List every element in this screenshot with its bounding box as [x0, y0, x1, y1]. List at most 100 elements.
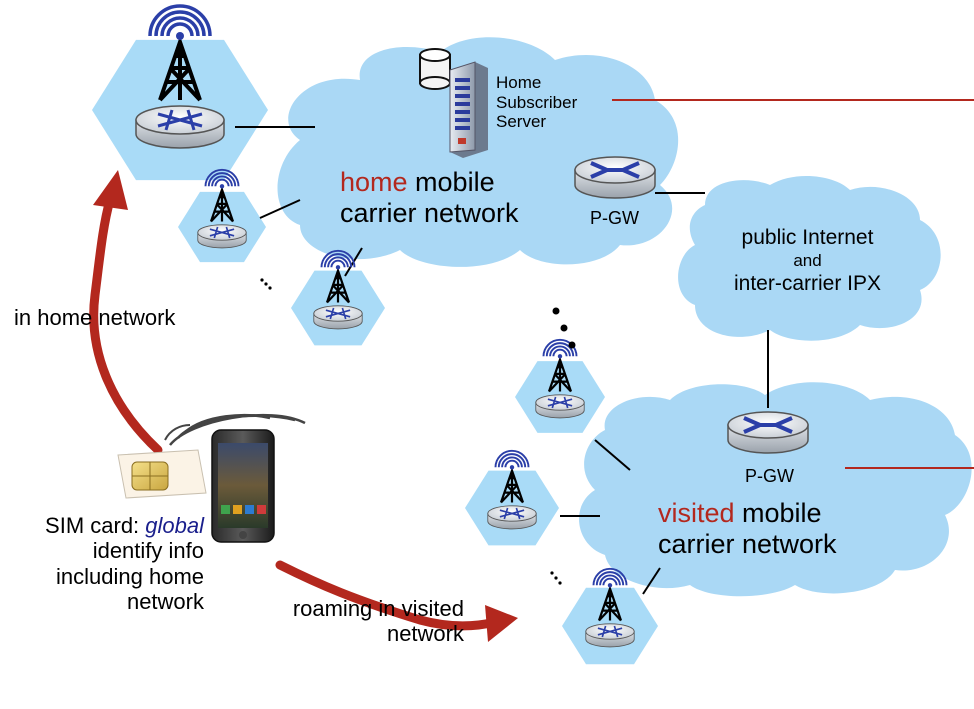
sim-label-line1: SIM card: global	[45, 513, 204, 538]
pgw-router-icon	[727, 411, 809, 454]
signal-source-icon	[335, 265, 341, 270]
internet-line2: and	[793, 251, 822, 271]
signal-wave-icon	[545, 342, 575, 357]
base-station-icon	[197, 168, 247, 249]
home-network-arrow	[89, 195, 163, 455]
signal-wave-icon	[320, 249, 356, 268]
gateway-routers	[574, 156, 809, 454]
antenna-tower-icon	[499, 467, 525, 504]
antenna-tower-icon	[158, 35, 202, 102]
router-arrows-icon	[743, 416, 793, 434]
signal-source-icon	[219, 184, 225, 189]
sim-card-icon	[117, 449, 207, 499]
signal-wave-icon	[599, 574, 621, 586]
router-arrows-icon	[499, 507, 525, 520]
antenna-tower-icon	[597, 585, 623, 622]
signal-wave-icon	[154, 10, 206, 37]
ellipsis-dot	[550, 571, 554, 575]
hss-server-icon	[449, 61, 488, 158]
internet-cloud	[678, 175, 941, 341]
ellipsis-dot	[552, 307, 560, 315]
home-pgw-label: P-GW	[590, 208, 639, 228]
sim-label-line3: including home	[56, 563, 204, 589]
hss-label: Home Subscriber Server	[496, 73, 577, 132]
home-title-line1: home mobile	[340, 167, 519, 198]
base-station-icon	[313, 249, 363, 330]
signal-wave-icon	[494, 449, 530, 468]
home-arrow-head	[93, 170, 128, 210]
router-arrows-icon	[597, 625, 623, 638]
signal-source-icon	[557, 354, 563, 359]
signal-wave-icon	[595, 571, 625, 586]
roaming-label: roaming in visited network	[293, 596, 464, 647]
signal-wave-icon	[552, 348, 568, 357]
internet-line1: public Internet	[741, 226, 874, 249]
internet-label: public Internet and inter-carrier IPX	[700, 226, 915, 296]
ellipsis-dot	[560, 324, 568, 332]
visited-title-line2: carrier network	[658, 529, 837, 560]
base-station-icon	[535, 338, 585, 419]
visited-network-title: visited mobile carrier network	[658, 498, 837, 560]
base-station-icon	[135, 4, 225, 149]
router-arrows-icon	[157, 109, 203, 131]
signal-wave-icon	[549, 345, 571, 357]
router-arrows-icon	[209, 226, 235, 239]
ellipsis-dot	[558, 581, 562, 585]
in-home-network-label: in home network	[14, 305, 176, 330]
home-network-title: home mobile carrier network	[340, 167, 519, 229]
roaming-arrow	[275, 560, 500, 631]
sim-label-line4: network	[126, 588, 204, 614]
ellipsis-dot	[264, 282, 268, 286]
home-title-line2: carrier network	[340, 198, 519, 229]
signal-wave-icon	[497, 453, 527, 468]
roaming-line2: network	[386, 621, 464, 647]
signal-wave-icon	[504, 459, 520, 468]
ellipsis-dot	[260, 278, 264, 282]
pgw-router-icon	[574, 156, 656, 199]
visited-title-line1: visited mobile	[658, 498, 837, 529]
internet-line3: inter-carrier IPX	[733, 272, 882, 296]
router-arrows-icon	[325, 307, 351, 320]
hss-label-line: Server	[496, 112, 547, 132]
link-visited-bs1	[594, 439, 631, 471]
roaming-line1: roaming in visited	[292, 596, 464, 621]
signal-source-icon	[509, 465, 515, 470]
signal-wave-icon	[204, 168, 240, 187]
home-title-rest: mobile	[407, 167, 495, 197]
sim-global: global	[145, 513, 204, 538]
ellipsis-dot	[268, 286, 272, 290]
router-arrows-icon	[590, 161, 640, 179]
roaming-arrow-head	[485, 605, 518, 642]
signal-wave-icon	[214, 178, 230, 187]
signal-wave-icon	[211, 175, 233, 187]
signal-wave-icon	[207, 172, 237, 187]
visited-word: visited	[658, 498, 735, 528]
visited-title-rest: mobile	[734, 498, 822, 528]
signal-wave-icon	[592, 567, 628, 586]
signal-wave-icon	[542, 338, 578, 357]
antenna-tower-icon	[547, 356, 573, 393]
base-station-icon	[585, 567, 635, 648]
antenna-tower-icon	[325, 267, 351, 304]
antenna-tower-icon	[209, 186, 235, 223]
signal-wave-icon	[501, 456, 523, 468]
router-arrows-icon	[547, 396, 573, 409]
signal-wave-icon	[166, 22, 194, 37]
sim-prefix: SIM card:	[45, 513, 146, 538]
base-stations	[135, 4, 635, 648]
link-home-bs2	[259, 199, 301, 219]
sim-card-label: SIM card: global identify info including…	[45, 513, 204, 614]
signal-wave-icon	[327, 256, 349, 268]
smartphone-icon	[164, 413, 306, 543]
signal-wave-icon	[323, 253, 353, 268]
signal-wave-icon	[330, 259, 346, 268]
more-cells-indicators	[260, 278, 576, 585]
signal-wave-icon	[602, 577, 618, 586]
hss-database-icon	[419, 48, 451, 90]
link-visited-bs3	[642, 567, 661, 595]
signal-wave-icon	[148, 4, 212, 37]
visited-network-cloud	[578, 382, 972, 597]
ellipsis-dot	[568, 341, 576, 349]
hss-label-line: Home	[496, 73, 542, 92]
